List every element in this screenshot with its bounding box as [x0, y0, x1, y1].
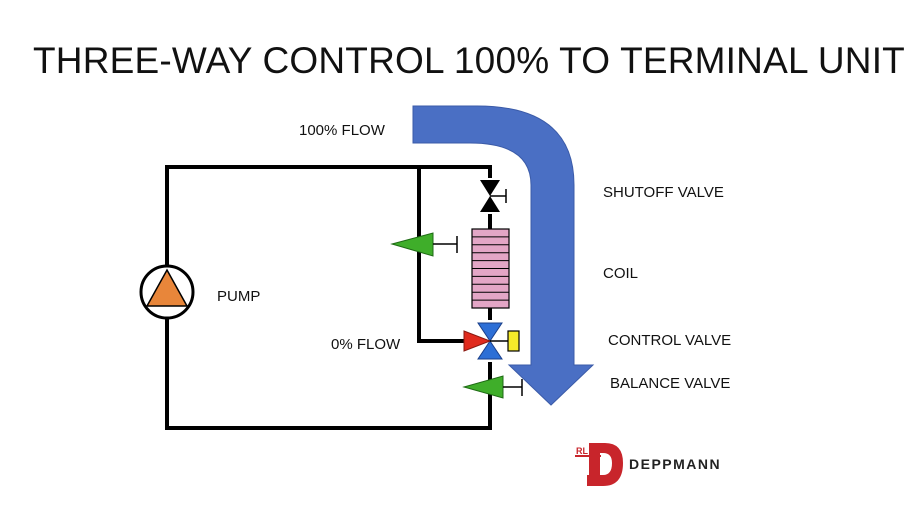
piping [165, 165, 492, 430]
deppmann-logo: RL [575, 443, 623, 486]
logo-d-mark [587, 443, 623, 486]
shutoff-valve-icon [480, 178, 507, 214]
bypass-balance-valve-icon [390, 232, 458, 257]
label-100-flow: 100% FLOW [299, 122, 385, 139]
label-pump: PUMP [217, 288, 261, 305]
page-title: THREE-WAY CONTROL 100% TO TERMINAL UNIT [33, 40, 905, 81]
label-shutoff-valve: SHUTOFF VALVE [603, 184, 724, 201]
pump [139, 264, 195, 320]
logo-mark-text: RL [576, 446, 588, 456]
balance-valve-icon [462, 375, 523, 399]
label-0-flow: 0% FLOW [331, 336, 401, 353]
coil-icon [471, 228, 510, 309]
actuator-icon [507, 330, 520, 352]
main-loop-pipe [165, 165, 492, 430]
bypass-pipe [417, 165, 470, 343]
label-control-valve: CONTROL VALVE [608, 332, 732, 349]
flow-arrow [412, 105, 595, 406]
logo-brand: DEPPMANN [629, 456, 722, 472]
control-valve-icon [463, 320, 520, 362]
label-balance-valve: BALANCE VALVE [610, 375, 731, 392]
pump-triangle [145, 268, 189, 307]
label-coil: COIL [603, 265, 639, 282]
